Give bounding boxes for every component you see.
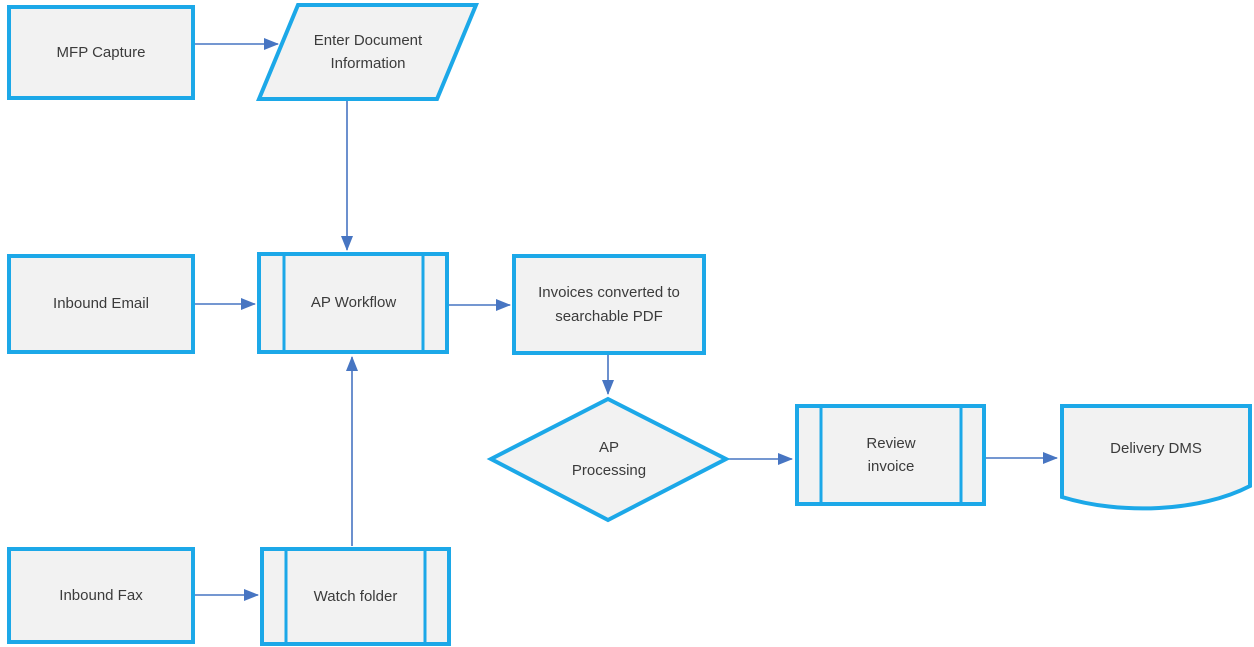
node-invoices-converted-shape[interactable] <box>512 254 706 355</box>
node-watch-folder-shape[interactable] <box>260 547 451 646</box>
node-delivery-dms-shape[interactable] <box>1060 404 1252 511</box>
node-mfp-capture-shape[interactable] <box>7 5 195 100</box>
node-inbound-fax-shape[interactable] <box>7 547 195 644</box>
node-enter-document-information-shape[interactable] <box>256 3 479 101</box>
node-ap-processing-shape[interactable] <box>486 396 731 523</box>
node-ap-workflow-shape[interactable] <box>257 252 449 354</box>
node-review-invoice-shape[interactable] <box>795 404 986 506</box>
node-inbound-email-shape[interactable] <box>7 254 195 354</box>
